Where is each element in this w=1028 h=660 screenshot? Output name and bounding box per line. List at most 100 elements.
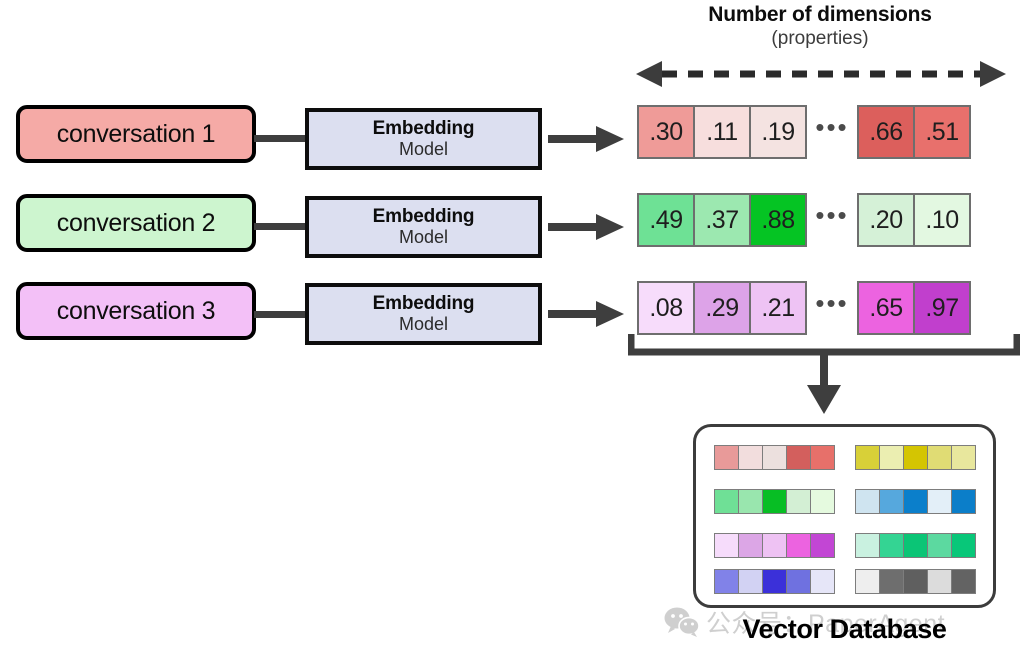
db-swatch-cell — [762, 445, 787, 470]
arrow-down-icon — [807, 352, 841, 414]
conversation-label-1: conversation 1 — [56, 119, 216, 148]
conversation-label-2: conversation 2 — [56, 208, 216, 237]
vector-cell: .08 — [637, 281, 695, 335]
db-swatch-cell — [786, 489, 811, 514]
vector-cell: .88 — [749, 193, 807, 247]
embedding-model-title-1: Embedding — [372, 118, 475, 139]
embedding-model-title-2: Embedding — [372, 206, 475, 227]
connector-line-2 — [254, 223, 310, 230]
db-swatch-cell — [903, 489, 928, 514]
db-swatch-cell — [810, 569, 835, 594]
db-swatch-row — [714, 533, 835, 558]
vector-database-title: Vector Database — [742, 614, 947, 644]
db-swatch-row — [714, 489, 835, 514]
db-swatch-cell — [927, 569, 952, 594]
conversation-box-1[interactable]: conversation 1 — [16, 105, 256, 163]
double-headed-dashed-arrow-icon — [636, 61, 1006, 87]
db-swatch-cell — [855, 533, 880, 558]
dimensions-header: Number of dimensions (properties) — [620, 2, 1020, 50]
db-swatch-cell — [927, 445, 952, 470]
vector-tail-3: .65 .97 — [857, 281, 971, 335]
vector-cell: .66 — [857, 105, 915, 159]
conversation-label-3: conversation 3 — [56, 296, 216, 325]
conversation-box-2[interactable]: conversation 2 — [16, 194, 256, 252]
db-swatch-cell — [951, 533, 976, 558]
db-swatch-cell — [855, 445, 880, 470]
db-swatch-cell — [810, 445, 835, 470]
db-swatch-cell — [786, 569, 811, 594]
vector-head-3: .08 .29 .21 — [637, 281, 807, 335]
embedding-model-box-2[interactable]: Embedding Model — [305, 196, 542, 258]
vector-cell: .30 — [637, 105, 695, 159]
db-swatch-cell — [786, 445, 811, 470]
db-swatch-cell — [879, 445, 904, 470]
vector-tail-1: .66 .51 — [857, 105, 971, 159]
embedding-model-subtitle-2: Model — [398, 227, 449, 247]
db-swatch-cell — [879, 533, 904, 558]
db-swatch-cell — [810, 489, 835, 514]
vector-database-panel[interactable] — [693, 424, 996, 608]
vector-cell: .21 — [749, 281, 807, 335]
dimensions-title: Number of dimensions — [708, 3, 932, 26]
db-swatch-cell — [903, 533, 928, 558]
vector-row-2: .49 .37 .88 ••• .20 .10 — [637, 193, 971, 247]
db-swatch-cell — [927, 489, 952, 514]
vector-cell: .29 — [693, 281, 751, 335]
flow-arrow-2 — [548, 214, 624, 240]
db-swatch-cell — [762, 533, 787, 558]
embedding-model-box-1[interactable]: Embedding Model — [305, 108, 542, 170]
dimensions-subtitle: (properties) — [771, 28, 869, 49]
vector-cell: .11 — [693, 105, 751, 159]
db-swatch-cell — [951, 489, 976, 514]
vector-cell: .19 — [749, 105, 807, 159]
db-swatch-cell — [714, 533, 739, 558]
connector-line-3 — [254, 311, 310, 318]
vector-cell: .51 — [913, 105, 971, 159]
embedding-model-subtitle-3: Model — [398, 314, 449, 334]
db-swatch-cell — [903, 569, 928, 594]
db-swatch-row — [855, 489, 976, 514]
db-swatch-row — [855, 533, 976, 558]
db-swatch-cell — [714, 489, 739, 514]
db-swatch-row — [714, 445, 835, 470]
vector-cell: .37 — [693, 193, 751, 247]
db-swatch-cell — [714, 445, 739, 470]
db-swatch-row — [855, 569, 976, 594]
vector-row-1: .30 .11 .19 ••• .66 .51 — [637, 105, 971, 159]
embedding-model-subtitle-1: Model — [398, 139, 449, 159]
db-swatch-row — [714, 569, 835, 594]
embedding-model-title-3: Embedding — [372, 293, 475, 314]
vector-ellipsis-3: ••• — [815, 288, 849, 318]
db-swatch-cell — [855, 489, 880, 514]
vector-ellipsis-1: ••• — [815, 112, 849, 142]
vector-cell: .49 — [637, 193, 695, 247]
embedding-model-box-3[interactable]: Embedding Model — [305, 283, 542, 345]
db-swatch-cell — [738, 445, 763, 470]
db-swatch-cell — [879, 569, 904, 594]
db-swatch-cell — [810, 533, 835, 558]
db-swatch-cell — [951, 569, 976, 594]
vector-cell: .65 — [857, 281, 915, 335]
db-swatch-row — [855, 445, 976, 470]
vector-tail-2: .20 .10 — [857, 193, 971, 247]
vector-cell: .10 — [913, 193, 971, 247]
db-swatch-cell — [762, 569, 787, 594]
vector-cell: .20 — [857, 193, 915, 247]
db-swatch-cell — [762, 489, 787, 514]
conversation-box-3[interactable]: conversation 3 — [16, 282, 256, 340]
db-swatch-cell — [903, 445, 928, 470]
vector-head-2: .49 .37 .88 — [637, 193, 807, 247]
flow-arrow-1 — [548, 126, 624, 152]
db-swatch-cell — [714, 569, 739, 594]
db-swatch-cell — [738, 489, 763, 514]
connector-line-1 — [254, 135, 310, 142]
vector-row-3: .08 .29 .21 ••• .65 .97 — [637, 281, 971, 335]
db-swatch-cell — [927, 533, 952, 558]
flow-arrow-3 — [548, 301, 624, 327]
vector-head-1: .30 .11 .19 — [637, 105, 807, 159]
db-swatch-cell — [855, 569, 880, 594]
db-swatch-cell — [879, 489, 904, 514]
db-swatch-cell — [951, 445, 976, 470]
vector-ellipsis-2: ••• — [815, 200, 849, 230]
